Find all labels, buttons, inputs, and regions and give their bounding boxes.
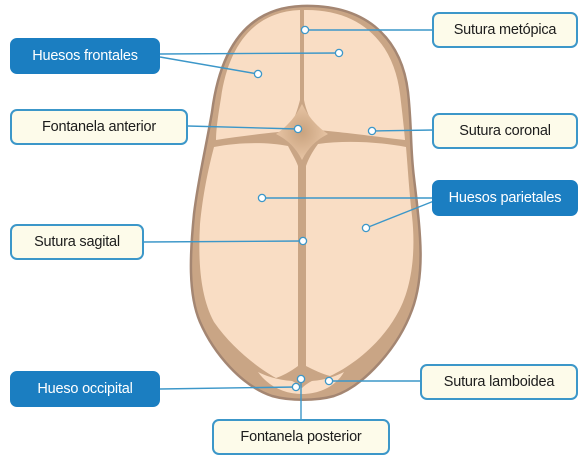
leader-sutura-sagital xyxy=(144,241,303,242)
marker-sutura-metopica xyxy=(301,26,308,33)
marker-sutura-lamboidea xyxy=(325,377,332,384)
marker-sutura-sagital xyxy=(299,237,306,244)
label-huesos-frontales: Huesos frontales xyxy=(10,38,160,74)
label-hueso-occipital: Hueso occipital xyxy=(10,371,160,407)
marker-fontanela-anterior xyxy=(294,125,301,132)
marker-sutura-coronal xyxy=(368,127,375,134)
label-fontanela-posterior: Fontanela posterior xyxy=(212,419,390,455)
label-sutura-metopica: Sutura metópica xyxy=(432,12,578,48)
label-fontanela-anterior: Fontanela anterior xyxy=(10,109,188,145)
label-sutura-lamboidea: Sutura lamboidea xyxy=(420,364,578,400)
marker-parietal-left xyxy=(258,194,265,201)
leader-huesos-frontales-1 xyxy=(160,53,339,54)
label-sutura-coronal: Sutura coronal xyxy=(432,113,578,149)
marker-hueso-occipital xyxy=(292,383,299,390)
label-sutura-sagital: Sutura sagital xyxy=(10,224,144,260)
leader-sutura-coronal xyxy=(372,130,434,131)
marker-parietal-right xyxy=(362,224,369,231)
marker-fontanela-posterior xyxy=(297,375,304,382)
marker-frontal-left xyxy=(254,70,261,77)
marker-frontal-right xyxy=(335,49,342,56)
label-huesos-parietales: Huesos parietales xyxy=(432,180,578,216)
